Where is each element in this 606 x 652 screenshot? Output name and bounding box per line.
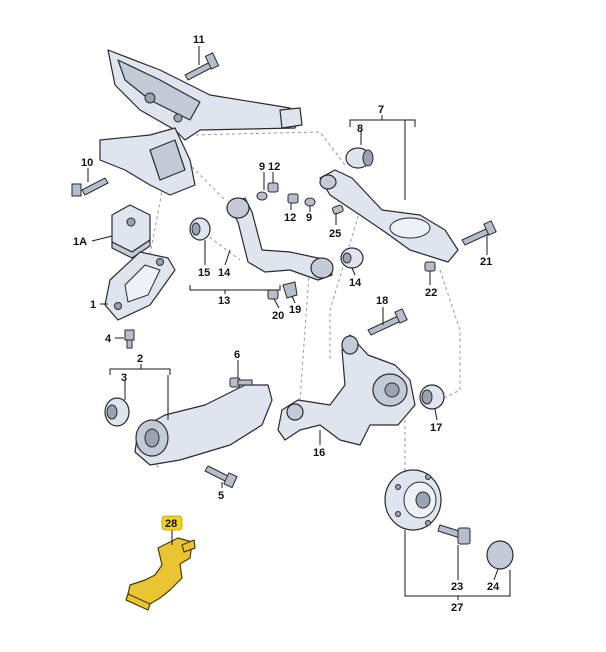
label-10: 10 [81,157,93,169]
label-12-upper: 12 [268,161,280,173]
label-23: 23 [451,581,463,593]
label-4: 4 [105,333,112,345]
label-22: 22 [425,287,437,299]
bolt-18 [367,308,408,336]
label-1a: 1A [73,236,87,248]
bushing-3 [104,397,130,427]
bracket-1 [104,251,176,321]
trailing-arm-2 [134,384,273,466]
bushing-8 [345,147,374,169]
label-25: 25 [329,228,341,240]
label-28[interactable]: 28 [165,518,177,530]
nut-20 [267,289,279,300]
upper-link-13 [226,197,334,281]
bushing-15 [189,217,211,241]
subframe [99,49,303,196]
label-12-lower: 12 [284,212,296,224]
label-3: 3 [121,372,127,384]
label-14-right: 14 [349,277,362,289]
bolt-23 [437,524,471,545]
label-21: 21 [480,256,492,268]
label-28-badge[interactable] [161,515,183,531]
bushing-14 [340,247,364,269]
label-15: 15 [198,267,210,279]
bracket-28-highlighted[interactable] [125,537,196,611]
label-8: 8 [357,123,363,135]
bolt-5 [204,465,238,489]
nut-12-lower [287,193,299,204]
bolt-21 [461,220,497,246]
label-2: 2 [137,353,143,365]
bolt-6 [229,377,253,388]
bolt-11 [184,52,220,81]
label-27: 27 [451,602,463,614]
wheel-hub-27 [384,469,442,531]
bushing-17 [419,384,445,410]
leader-lines [87,46,499,581]
washer-9-upper [256,191,268,201]
bolt-10 [71,177,109,197]
label-16: 16 [313,447,325,459]
wheel-bearing-housing-16 [277,334,416,446]
label-9-upper: 9 [259,161,265,173]
label-7: 7 [378,104,384,116]
bolt-25 [331,204,344,215]
label-24: 24 [487,581,500,593]
label-1: 1 [90,299,96,311]
callout-labels: 11 7 8 10 9 12 12 9 25 1A 21 15 14 14 13… [73,34,500,614]
label-9-lower: 9 [306,212,312,224]
mount-1a [111,204,151,259]
nut-12-upper [267,182,279,193]
label-13: 13 [218,295,230,307]
label-5: 5 [218,490,224,502]
control-arm-7 [319,169,459,263]
label-11: 11 [193,34,205,46]
washer-9-lower [304,197,316,207]
bolt-4 [124,329,135,349]
nut-22 [424,261,436,272]
group-brackets [109,115,511,600]
label-17: 17 [430,422,442,434]
label-19: 19 [289,304,301,316]
label-20: 20 [272,310,284,322]
cap-24 [486,540,514,570]
bracket-19 [282,281,298,299]
label-14-left: 14 [218,267,231,279]
label-18: 18 [376,295,388,307]
label-6: 6 [234,349,240,361]
